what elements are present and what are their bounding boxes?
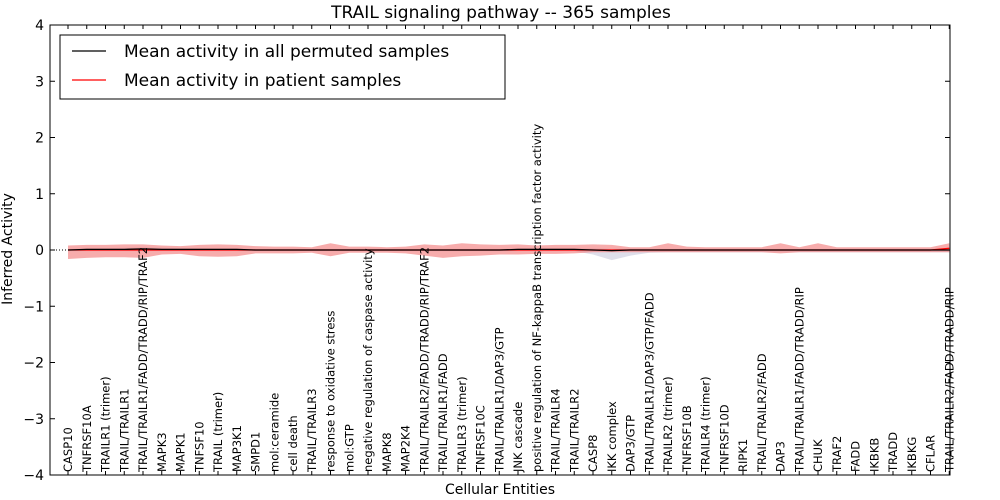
x-category-label: MAPK1 [174,432,188,472]
x-category-label: MAP3K1 [230,425,244,472]
x-category-label: IKK complex [605,401,619,472]
x-category-label: TRADD [886,432,900,473]
x-category-label: RIPK1 [736,439,750,472]
x-category-label: TRAIL/TRAILR4 [549,388,563,473]
x-category-label: response to oxidative stress [324,311,338,472]
x-axis-label: Cellular Entities [445,482,555,498]
x-category-label: IKBKB [867,438,881,472]
y-tick-label: 2 [35,131,44,147]
legend-box [59,34,506,100]
x-category-label: FADD [849,441,863,472]
x-category-label: TNFRSF10C [474,405,488,473]
x-category-label: MAP2K4 [399,425,413,472]
x-category-label: TRAIL (trimer) [211,392,225,473]
y-tick-label: 3 [35,74,44,90]
y-axis-label: Inferred Activity [0,193,16,305]
x-category-label: CASP8 [586,435,600,472]
y-tick-label: 1 [35,187,44,203]
x-category-label: TNFSF10 [192,421,206,473]
x-category-label: DAP3 [774,441,788,472]
y-tick-label: −1 [23,299,44,315]
patient-confidence-band [68,243,950,259]
permuted-mean-line [67,248,950,252]
x-category-label: TRAIL/TRAILR1/FADD [436,353,450,473]
x-category-label: TRAIL/TRAILR1/DAP3/GTP/FADD [642,292,656,473]
legend-label-permuted: Mean activity in all permuted samples [124,42,449,62]
x-category-label: TRAIL/TRAILR1 [117,388,131,473]
x-category-label: TRAILR1 (trimer) [99,376,113,473]
x-category-label: TNFRSF10A [80,405,94,473]
x-category-label: TRAIL/TRAILR1/FADD/TRADD/RIP/TRAF2 [136,247,150,473]
legend-label-patient: Mean activity in patient samples [124,71,401,91]
chart-title: TRAIL signaling pathway -- 365 samples [330,3,671,23]
x-category-label: positive regulation of NF-kappaB transcr… [530,124,544,472]
x-category-label: TNFRSF10D [717,404,731,473]
y-tick-label: −3 [23,412,44,428]
x-category-label: CASP10 [61,427,75,472]
x-category-label: TRAIL/TRAILR1/FADD/TRADD/RIP [792,287,806,473]
y-tick-label: −2 [23,356,44,372]
y-tick-label: 0 [35,243,44,259]
x-category-label: TRAF2 [830,436,844,473]
legend: Mean activity in all permuted samplesMea… [59,34,506,100]
x-category-label: TNFRSF10B [680,405,694,473]
x-category-label: CHUK [811,439,825,472]
x-category-label: IKBKG [905,437,919,472]
x-category-label: SMPD1 [249,432,263,472]
x-category-label: TRAILR3 (trimer) [455,376,469,473]
x-category-label: negative regulation of caspase activity [361,248,375,472]
x-category-label: TRAILR2 (trimer) [661,376,675,473]
x-category-label: DAP3/GTP [624,415,638,472]
x-category-label: MAPK8 [380,432,394,472]
y-tick-label: −4 [23,468,44,484]
x-category-label: TRAIL/TRAILR2 [567,388,581,473]
y-tick-label: 4 [35,18,44,34]
x-category-label: TRAIL/TRAILR2/FADD/TRADD/RIP/TRAF2 [417,247,431,473]
x-category-label: mol:GTP [342,424,356,472]
x-category-label: mol:ceramide [267,393,281,472]
x-category-label: TRAIL/TRAILR1/DAP3/GTP [492,327,506,473]
x-category-label: TRAIL/TRAILR2/FADD [755,353,769,473]
x-category-label: CFLAR [924,435,938,472]
x-category-label: MAPK3 [155,432,169,472]
x-category-label: TRAIL/TRAILR3 [305,388,319,473]
x-category-label: TRAIL/TRAILR2/FADD/TRADD/RIP [942,287,956,473]
x-category-label: TRAILR4 (trimer) [699,376,713,473]
x-category-label: JNK cascade [511,402,525,473]
x-category-label: cell death [286,415,300,472]
